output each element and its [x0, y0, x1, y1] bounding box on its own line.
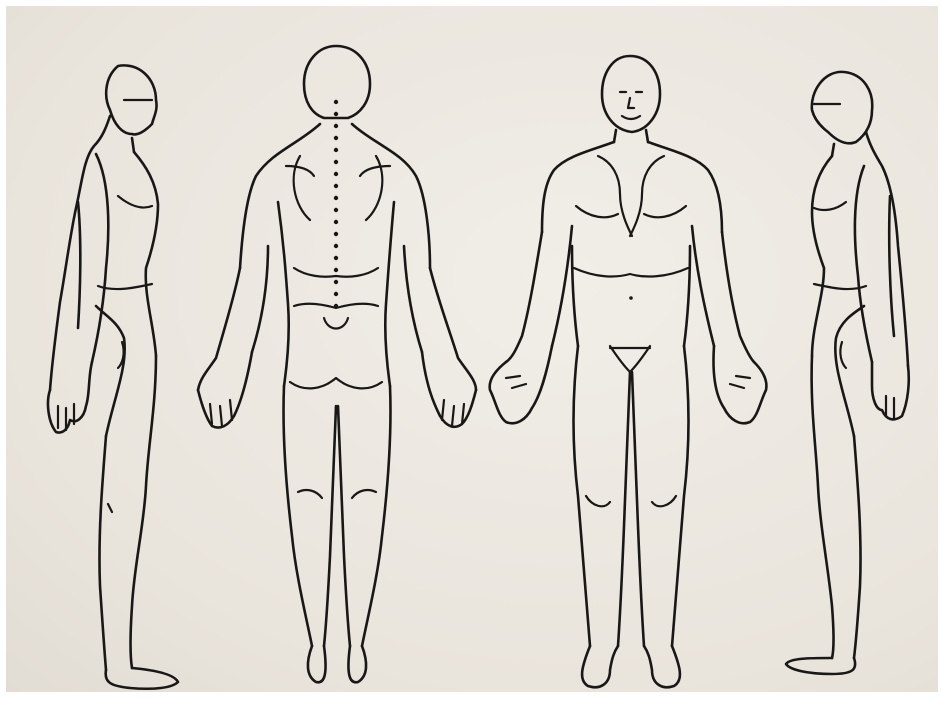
figure-back-view: [198, 46, 476, 682]
body-chart-sheet: [6, 6, 938, 692]
figure-side-view-left: [48, 65, 178, 688]
figure-front-view: [490, 56, 767, 687]
body-diagram: [6, 6, 943, 702]
figure-side-view-right: [786, 72, 909, 674]
